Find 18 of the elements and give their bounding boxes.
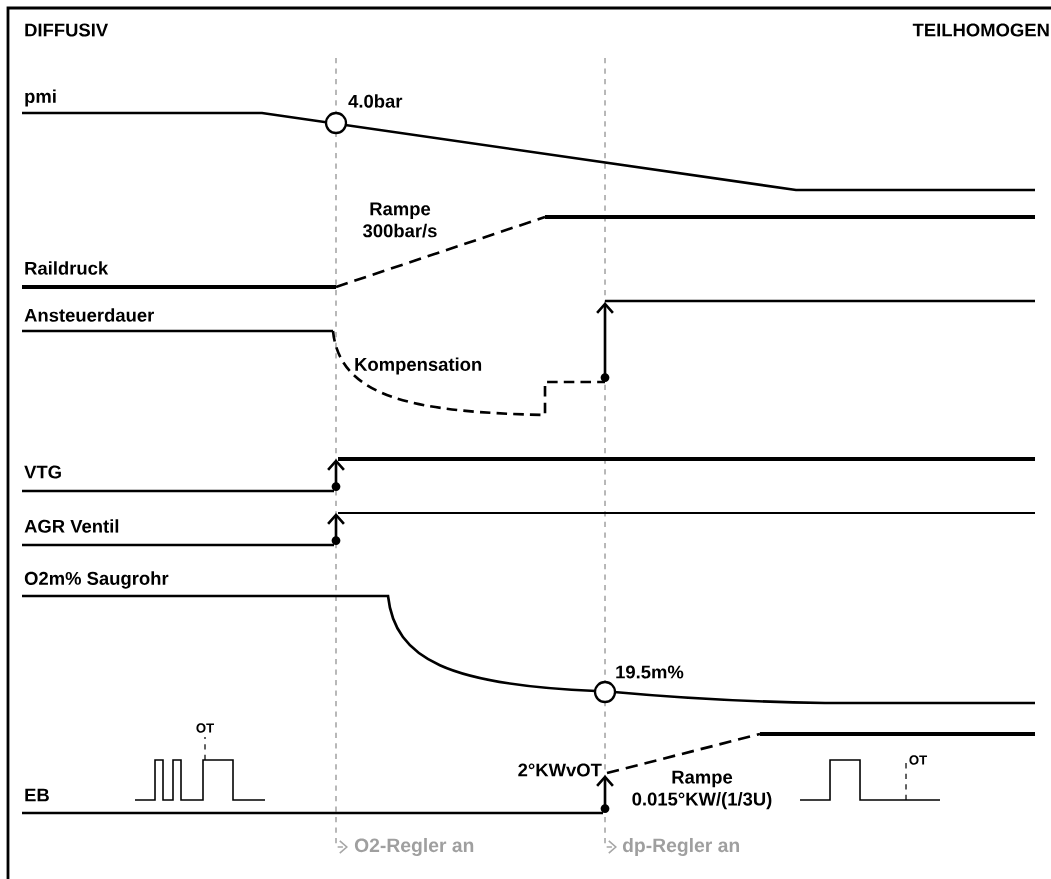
signal-label: O2m% Saugrohr <box>24 571 169 589</box>
signal-label: Raildruck <box>25 261 109 275</box>
controller-note: O2-Regler an <box>354 837 474 857</box>
value-label: 4.0bar <box>348 94 403 108</box>
annotation-label: Kompensation <box>355 357 482 375</box>
signal-label: VTG <box>24 465 61 479</box>
tdc-label: OT <box>909 755 927 765</box>
ramp-label: Rampe 0.015°KW/(1/3U) <box>632 770 772 810</box>
value-label: 19.5m% <box>616 665 684 679</box>
value-label: 2°KWvOT <box>518 763 602 777</box>
signal-label: EB <box>25 788 49 802</box>
signal-label: pmi <box>25 89 56 107</box>
phase-heading: DIFFUSIV <box>25 23 109 37</box>
tdc-label: OT <box>196 723 214 733</box>
signal-label: AGR Ventil <box>24 519 119 533</box>
controller-note: dp-Regler an <box>622 837 739 857</box>
signal-label: Ansteuerdauer <box>24 308 154 322</box>
phase-heading: TEILHOMOGEN <box>912 23 1049 37</box>
